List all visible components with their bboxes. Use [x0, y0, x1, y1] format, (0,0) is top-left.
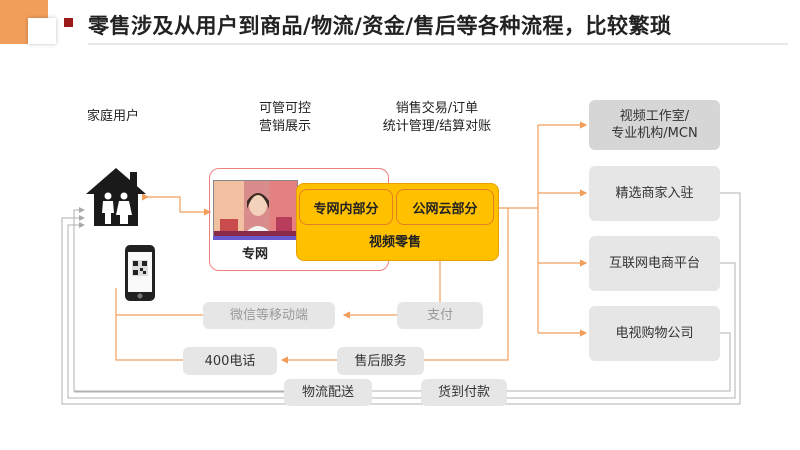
tv-shopping-box[interactable]: 电视购物公司 [589, 306, 720, 361]
ecommerce-box[interactable]: 互联网电商平台 [589, 236, 720, 291]
after-sales-box[interactable]: 售后服务 [337, 347, 424, 375]
public-cloud-box[interactable]: 公网云部分 [396, 189, 494, 225]
cod-box[interactable]: 货到付款 [421, 379, 507, 406]
video-retail-label: 视频零售 [368, 235, 421, 250]
tv-screen-bar [213, 236, 296, 240]
studio-mcn-box[interactable]: 视频工作室/ 专业机构/MCN [589, 100, 720, 150]
line-house-zhuanwang [142, 193, 212, 216]
hotline-400-box[interactable]: 400电话 [183, 347, 277, 375]
controllable-label: 可管可控 [258, 101, 311, 116]
zhuanwang-label: 专网 [241, 247, 268, 262]
merchants-box[interactable]: 精选商家入驻 [589, 166, 720, 221]
logo-red-square [64, 18, 73, 27]
zhuanwang-inner-box[interactable]: 专网内部分 [299, 189, 393, 225]
smartphone-icon [124, 244, 156, 302]
stats-label: 统计管理/结算对账 [382, 119, 492, 134]
logistics-box[interactable]: 物流配送 [284, 379, 372, 406]
logo-white-square [28, 18, 56, 44]
payment-box[interactable]: 支付 [397, 302, 483, 329]
family-user-label: 家庭用户 [86, 109, 139, 124]
studio-line-1: 视频工作室/ [619, 109, 690, 124]
sales-label: 销售交易/订单 [395, 101, 479, 116]
title-divider [88, 43, 788, 45]
tv-screen-image [213, 180, 298, 238]
studio-line-2: 专业机构/MCN [611, 126, 698, 141]
wechat-mobile-box[interactable]: 微信等移动端 [203, 302, 335, 329]
marketing-label: 营销展示 [258, 119, 311, 134]
house-icon [84, 166, 148, 228]
page-title: 零售涉及从用户到商品/物流/资金/售后等各种流程，比较繁琐 [88, 14, 672, 38]
